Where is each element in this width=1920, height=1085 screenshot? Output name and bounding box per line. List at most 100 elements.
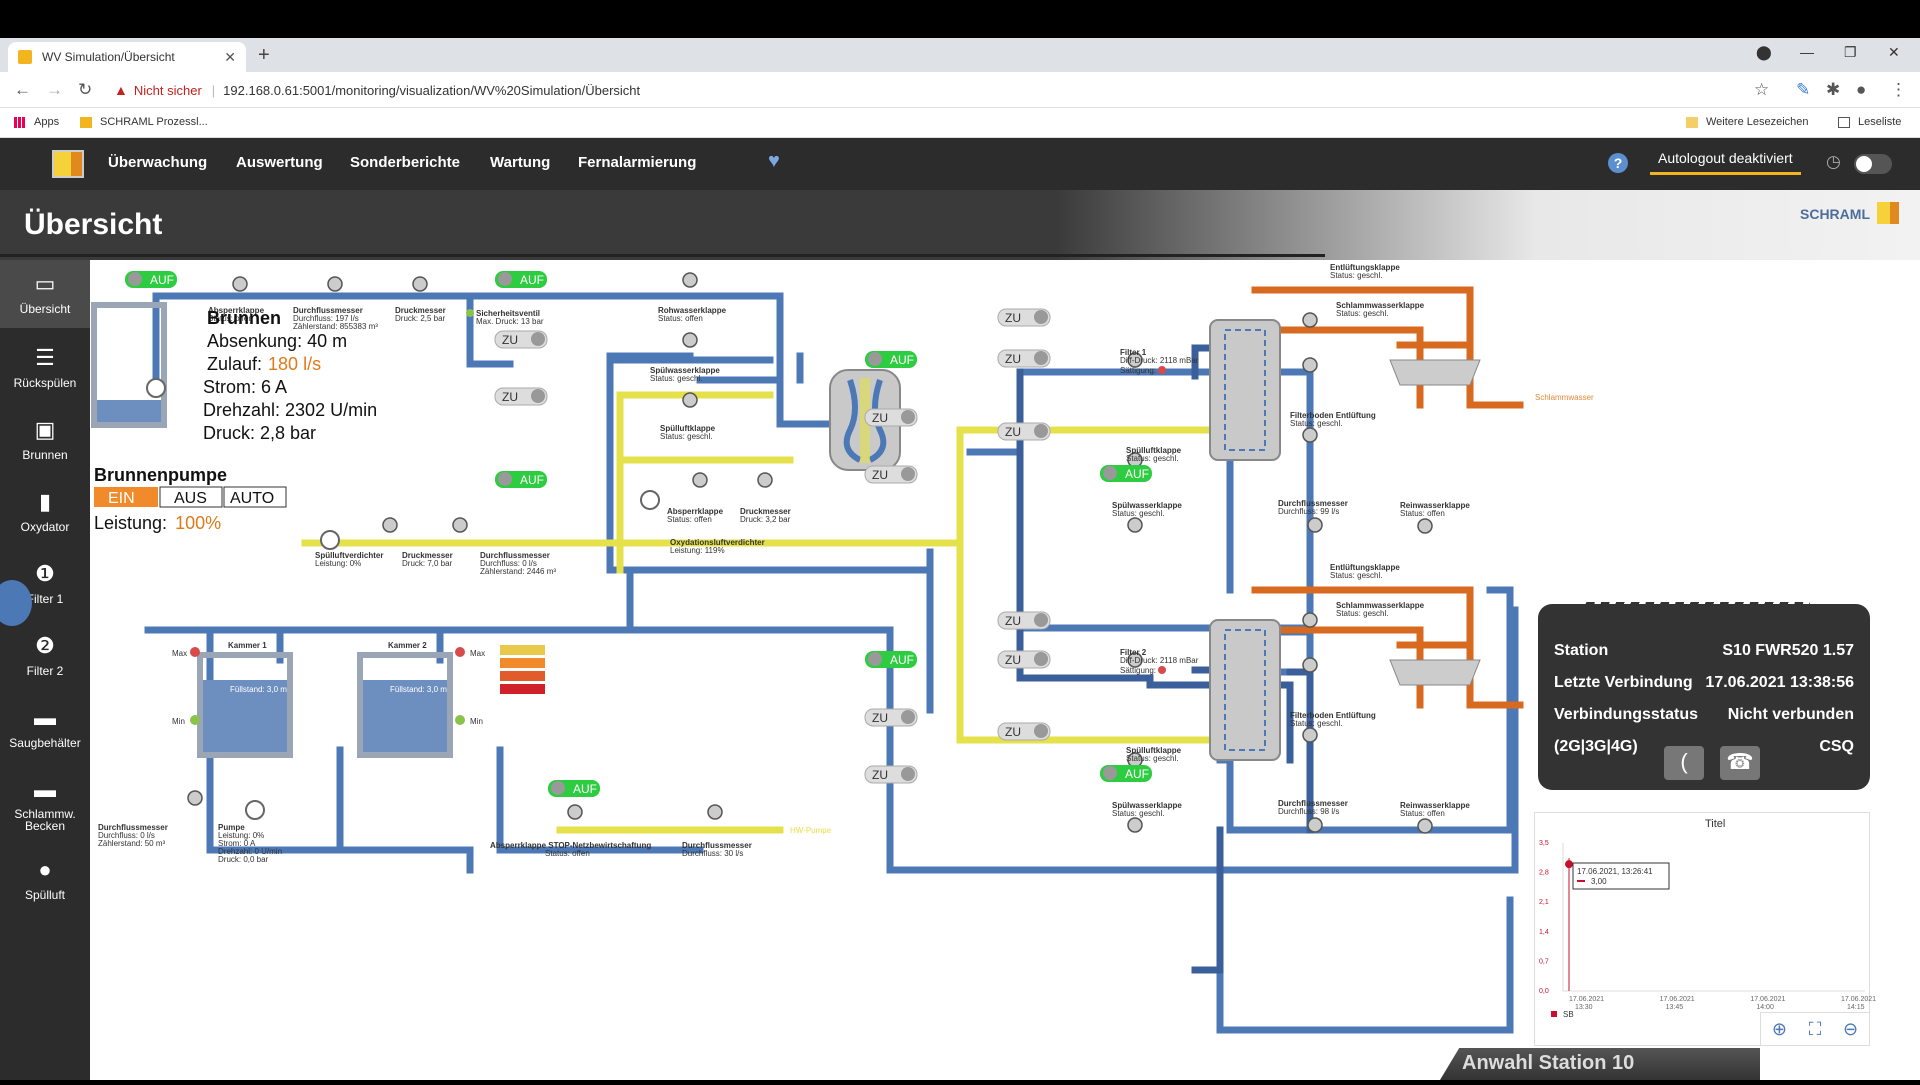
forward-icon[interactable]: → — [46, 80, 63, 99]
sidebar-item-filter-1[interactable]: ❶ Filter 1 — [0, 550, 90, 618]
kebab-menu-icon[interactable]: ⋮ — [1890, 80, 1907, 99]
oxydationsluftverdichter-icon[interactable] — [640, 490, 660, 510]
state-toggle-zu[interactable]: ZU — [494, 387, 548, 406]
menu-ueberwachung[interactable]: Überwachung — [108, 154, 208, 171]
help-icon[interactable]: ? — [1608, 153, 1628, 173]
motor-valve-icon[interactable] — [1127, 517, 1143, 533]
signal-button[interactable]: ( — [1664, 746, 1704, 780]
sidebar-collapse-handle[interactable] — [0, 580, 32, 626]
anwahl-station-button[interactable]: Anwahl Station 10 — [1440, 1048, 1760, 1080]
motor-valve-icon[interactable] — [232, 276, 248, 292]
autologout-toggle[interactable] — [1854, 154, 1892, 174]
sidebar-item-spuelluft[interactable]: ● Spülluft — [0, 846, 90, 914]
state-toggle-auf[interactable]: AUF — [1100, 465, 1152, 482]
state-toggle-zu[interactable]: ZU — [864, 765, 918, 784]
legend-label[interactable]: SB — [1563, 1010, 1574, 1019]
history-icon[interactable]: ◷ — [1826, 152, 1841, 171]
filter-2-vessel[interactable] — [1209, 619, 1281, 761]
browser-tab[interactable]: WV Simulation/Übersicht ✕ — [8, 42, 246, 72]
well-pump-icon[interactable] — [146, 378, 166, 398]
back-icon[interactable]: ← — [14, 80, 31, 99]
state-toggle-auf[interactable]: AUF — [495, 271, 547, 288]
reload-icon[interactable]: ↻ — [78, 80, 93, 99]
state-toggle-auf[interactable]: AUF — [1100, 765, 1152, 782]
bookmark-schraml[interactable]: SCHRAML Prozessl... — [80, 116, 208, 128]
state-toggle-auf[interactable]: AUF — [865, 351, 917, 368]
state-toggle-auf[interactable]: AUF — [865, 651, 917, 668]
motor-valve-icon[interactable] — [1302, 657, 1318, 673]
sidebar-item-oxydator[interactable]: ▮ Oxydator — [0, 478, 90, 546]
flowmeter-icon[interactable] — [1307, 817, 1323, 833]
bookmark-folder-more[interactable]: Weitere Lesezeichen — [1686, 116, 1809, 128]
motor-valve-icon[interactable] — [682, 392, 698, 408]
state-toggle-zu[interactable]: ZU — [997, 308, 1051, 327]
sidebar-item-saugbehaelter[interactable]: ▬ Saugbehälter — [0, 694, 90, 762]
state-toggle-zu[interactable]: ZU — [997, 349, 1051, 368]
state-toggle-zu[interactable]: ZU — [494, 330, 548, 349]
motor-valve-icon[interactable] — [692, 472, 708, 488]
close-tab-icon[interactable]: ✕ — [224, 48, 236, 65]
state-toggle-zu[interactable]: ZU — [997, 422, 1051, 441]
state-toggle-auf[interactable]: AUF — [548, 780, 600, 797]
bookmark-apps[interactable]: Apps — [14, 116, 59, 128]
extension-icon[interactable]: ✎ — [1796, 80, 1811, 99]
motor-valve-icon[interactable] — [1127, 652, 1143, 668]
pressure-gauge-icon[interactable] — [412, 276, 428, 292]
pressure-gauge-icon[interactable] — [382, 517, 398, 533]
url-field[interactable]: ▲ Nicht sicher | 192.168.0.61:5001/monit… — [114, 79, 640, 101]
mode-button-ein[interactable]: EIN — [94, 487, 158, 507]
motor-valve-icon[interactable] — [1127, 817, 1143, 833]
restore-icon[interactable]: ❐ — [1844, 44, 1857, 60]
motor-valve-icon[interactable] — [1302, 727, 1318, 743]
zoom-out-icon[interactable]: ⊖ — [1843, 1018, 1859, 1039]
app-logo[interactable] — [52, 150, 84, 178]
menu-fernalarmierung[interactable]: Fernalarmierung — [578, 154, 697, 171]
sidebar-item-rueckspuelen[interactable]: ☰ Rückspülen — [0, 334, 90, 402]
fullscreen-icon[interactable]: ⛶ — [1808, 1018, 1822, 1039]
zoom-in-icon[interactable]: ⊕ — [1771, 1018, 1787, 1039]
favorites-heart-icon[interactable]: ♥ — [768, 150, 780, 172]
autologout-status[interactable]: Autologout deaktiviert — [1650, 146, 1801, 175]
motor-valve-icon[interactable] — [567, 804, 583, 820]
phone-button[interactable]: ☎ — [1720, 746, 1760, 780]
flowmeter-icon[interactable] — [452, 517, 468, 533]
motor-valve-icon[interactable] — [1302, 427, 1318, 443]
mode-button-aus[interactable]: AUS — [159, 486, 223, 508]
sidebar-item-filter-2[interactable]: ❷ Filter 2 — [0, 622, 90, 690]
pump-icon[interactable] — [245, 800, 265, 820]
sidebar-item-brunnen[interactable]: ▣ Brunnen — [0, 406, 90, 474]
state-toggle-zu[interactable]: ZU — [864, 408, 918, 427]
state-toggle-auf[interactable]: AUF — [495, 471, 547, 488]
puzzle-icon[interactable]: ✱ — [1826, 80, 1841, 99]
pressure-gauge-icon[interactable] — [757, 472, 773, 488]
profile-menu-icon[interactable]: ⬤ — [1756, 44, 1772, 60]
mode-button-auto[interactable]: AUTO — [223, 486, 287, 508]
state-toggle-zu[interactable]: ZU — [864, 465, 918, 484]
reading-list[interactable]: Leseliste — [1838, 116, 1901, 128]
flowmeter-icon[interactable] — [707, 804, 723, 820]
close-window-icon[interactable]: ✕ — [1888, 44, 1900, 60]
flowmeter-icon[interactable] — [187, 790, 203, 806]
suction-chamber-2[interactable] — [357, 652, 453, 758]
motor-valve-icon[interactable] — [682, 332, 698, 348]
state-toggle-auf[interactable]: AUF — [125, 271, 177, 288]
motor-valve-icon[interactable] — [1302, 312, 1318, 328]
motor-valve-icon[interactable] — [682, 272, 698, 288]
flowmeter-icon[interactable] — [327, 276, 343, 292]
state-toggle-zu[interactable]: ZU — [997, 650, 1051, 669]
sidebar-item-schlammwasserbecken[interactable]: ▬ Schlammw. Becken — [0, 766, 90, 844]
motor-valve-icon[interactable] — [1417, 818, 1433, 834]
spuelluftverdichter-icon[interactable] — [320, 530, 340, 550]
new-tab-icon[interactable]: + — [258, 44, 270, 66]
motor-valve-icon[interactable] — [1417, 518, 1433, 534]
menu-wartung[interactable]: Wartung — [490, 154, 551, 171]
sidebar-item-uebersicht[interactable]: ▭ Übersicht — [0, 260, 90, 328]
motor-valve-icon[interactable] — [1302, 612, 1318, 628]
minimize-icon[interactable]: — — [1800, 44, 1814, 60]
flowmeter-icon[interactable] — [1307, 517, 1323, 533]
motor-valve-icon[interactable] — [1127, 352, 1143, 368]
menu-sonderberichte[interactable]: Sonderberichte — [350, 154, 461, 171]
state-toggle-zu[interactable]: ZU — [864, 708, 918, 727]
state-toggle-zu[interactable]: ZU — [997, 611, 1051, 630]
filter-1-vessel[interactable] — [1209, 319, 1281, 461]
